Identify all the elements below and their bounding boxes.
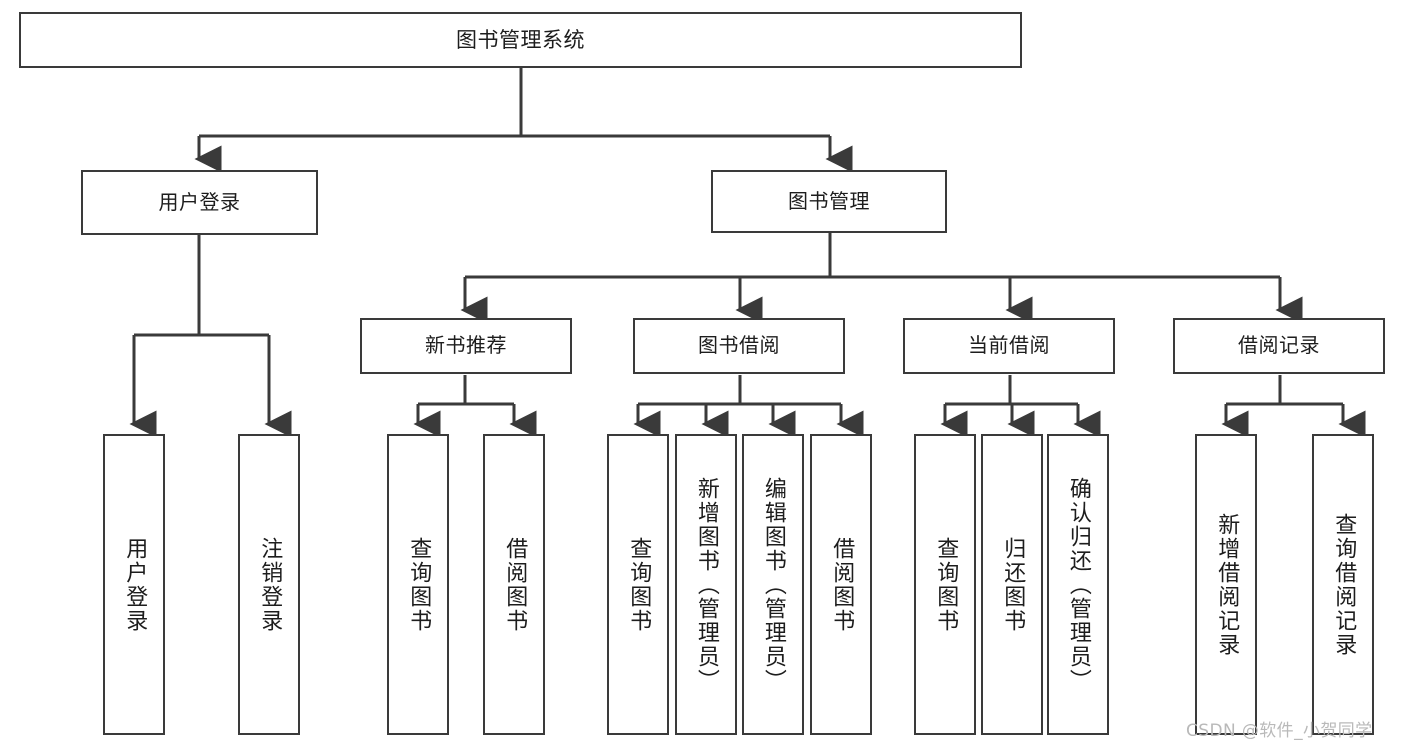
node-label: 图书借阅 [698, 333, 780, 358]
node-label: 借阅图书 [829, 536, 855, 633]
node-label: 新书推荐 [425, 333, 507, 358]
node-leaf-borrow-book-2[interactable]: 借阅图书 [810, 434, 872, 735]
node-borrow-record[interactable]: 借阅记录 [1173, 318, 1385, 374]
node-leaf-borrow-book-1[interactable]: 借阅图书 [483, 434, 545, 735]
node-leaf-logout-login[interactable]: 注销登录 [238, 434, 300, 735]
node-leaf-query-book-3[interactable]: 查询图书 [914, 434, 976, 735]
node-label: 图书管理 [788, 188, 870, 213]
node-label: 借阅记录 [1238, 333, 1320, 358]
watermark-text: CSDN @软件_小贺同学 [1186, 721, 1373, 741]
node-label: 借阅图书 [502, 536, 528, 633]
node-leaf-edit-book[interactable]: 编辑图书（管理员） [742, 434, 804, 735]
node-label: 新增借阅记录 [1214, 512, 1240, 657]
node-user-login[interactable]: 用户登录 [81, 170, 318, 235]
node-new-book-recommend[interactable]: 新书推荐 [360, 318, 572, 374]
node-label: 用户登录 [158, 189, 241, 214]
node-label: 归还图书 [1000, 536, 1026, 633]
node-book-borrow[interactable]: 图书借阅 [633, 318, 845, 374]
node-leaf-add-record[interactable]: 新增借阅记录 [1195, 434, 1257, 735]
node-label: 新增图书（管理员） [693, 476, 719, 693]
node-label: 图书管理系统 [456, 27, 585, 52]
node-leaf-query-book-1[interactable]: 查询图书 [387, 434, 449, 735]
node-book-management[interactable]: 图书管理 [711, 170, 947, 233]
node-leaf-query-book-2[interactable]: 查询图书 [607, 434, 669, 735]
node-leaf-add-book[interactable]: 新增图书（管理员） [675, 434, 737, 735]
node-leaf-return-book[interactable]: 归还图书 [981, 434, 1043, 735]
node-leaf-confirm-return[interactable]: 确认归还（管理员） [1047, 434, 1109, 735]
node-leaf-query-record[interactable]: 查询借阅记录 [1312, 434, 1374, 735]
node-label: 查询图书 [406, 536, 432, 633]
node-label: 当前借阅 [968, 333, 1050, 358]
node-label: 查询图书 [626, 536, 652, 633]
node-label: 查询借阅记录 [1331, 512, 1357, 657]
node-leaf-user-login[interactable]: 用户登录 [103, 434, 165, 735]
node-root-system[interactable]: 图书管理系统 [19, 12, 1022, 68]
node-label: 编辑图书（管理员） [760, 476, 786, 693]
node-current-borrow[interactable]: 当前借阅 [903, 318, 1115, 374]
node-label: 查询图书 [933, 536, 959, 633]
node-label: 确认归还（管理员） [1065, 476, 1091, 693]
node-label: 注销登录 [257, 536, 283, 633]
node-label: 用户登录 [122, 536, 148, 633]
